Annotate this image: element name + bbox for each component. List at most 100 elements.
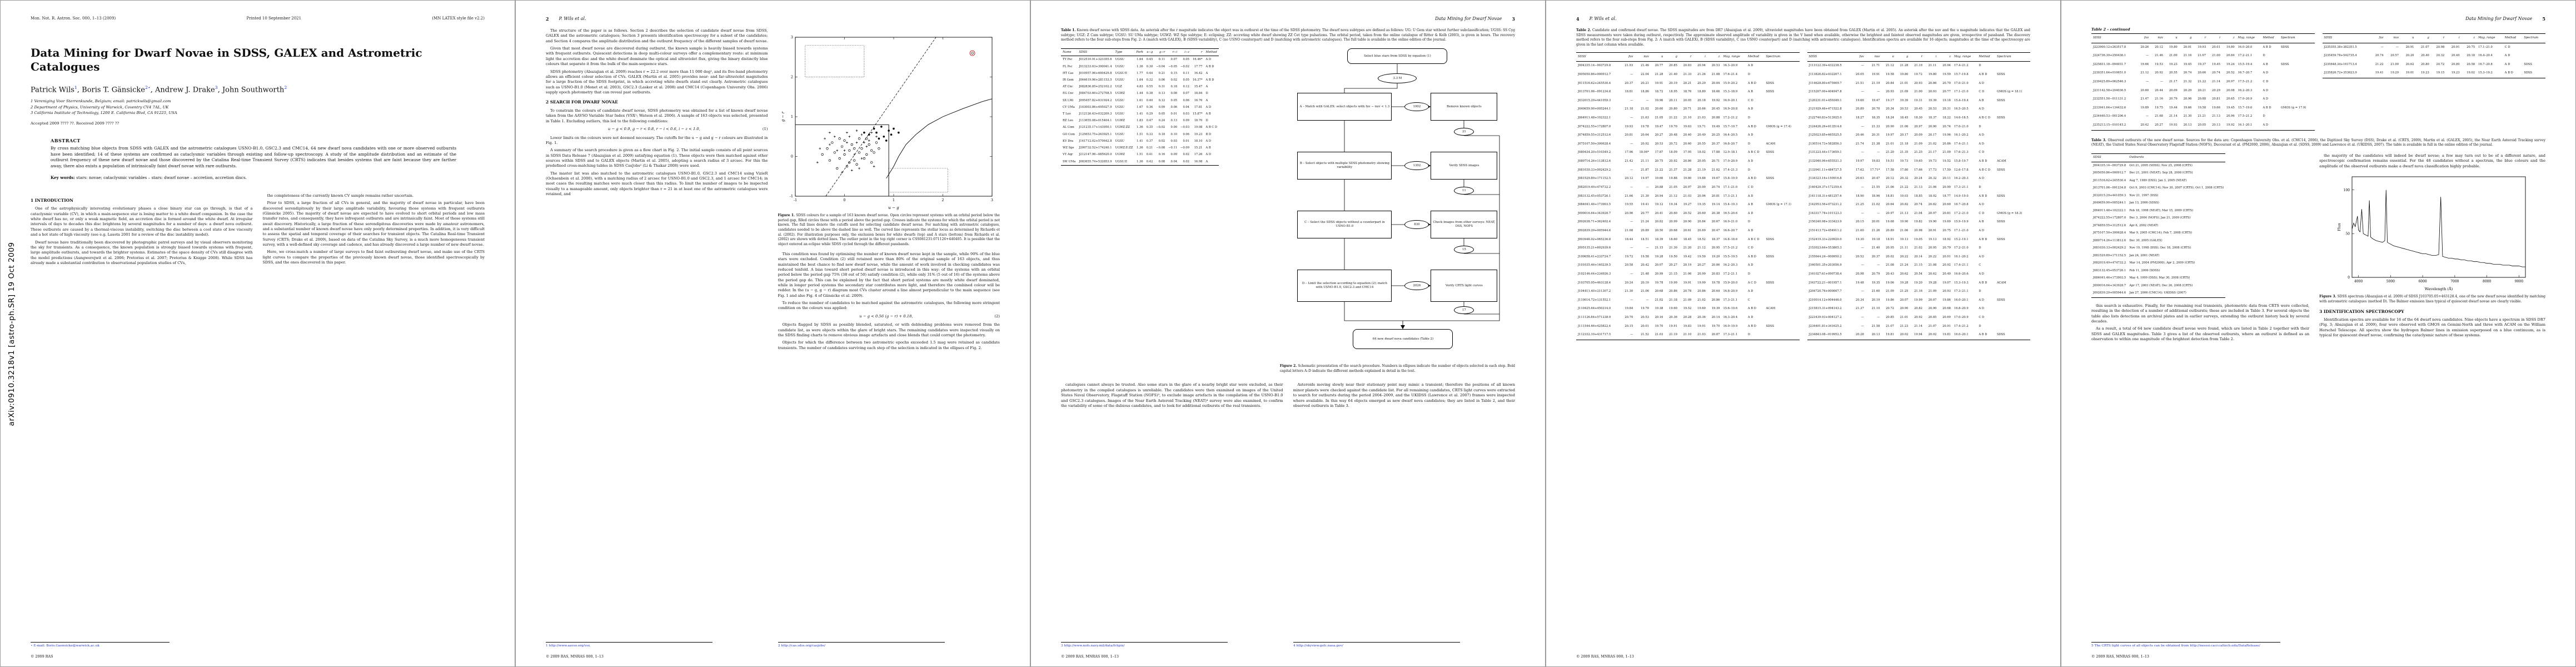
page-footer: © 2009 RAS <box>31 654 53 659</box>
footnote-url[interactable]: 4 http://skyview.gsfc.nasa.gov/ <box>1293 644 1343 648</box>
column-header: Name <box>1063 51 1072 54</box>
footnote-4: 4 http://skyview.gsfc.nasa.gov/ <box>1293 642 1460 648</box>
table-2-label: Table 2. <box>1576 28 1591 32</box>
figure-3-caption-text: SDSS spectrum (Abazajian et al. 2009) of… <box>2319 295 2545 303</box>
accepted-received: Accepted 2009 ???? ??. Received 2009 ???… <box>31 121 119 126</box>
body-text: Lower limits on the colours were not dee… <box>546 136 768 197</box>
column-header: Spectrum <box>2524 36 2538 39</box>
footnote-url[interactable]: 3 http://www.nofs.navy.mil/data/fchpix/ <box>1061 644 1125 648</box>
svg-text:5000: 5000 <box>2386 280 2394 283</box>
figure-2-caption: Figure 2. Schematic presentation of the … <box>1280 364 1515 374</box>
paragraph: Objects for which the difference between… <box>778 340 1000 350</box>
paragraph: catalogues cannot always be trusted. Als… <box>1061 382 1283 408</box>
flowchart-side-a: Remove known objects <box>1431 93 1498 121</box>
column-header: r <box>2443 36 2445 39</box>
column-right: Asteroids moving slowly near their stati… <box>1293 382 1516 521</box>
table-1-caption: Table 1. Known dwarf novae with SDSS dat… <box>1061 28 1515 43</box>
svg-text:1: 1 <box>893 198 895 202</box>
column-header: Mag. range <box>2238 36 2255 39</box>
column-header: Mag. range <box>1954 54 1971 58</box>
flowchart-count-d1: 2026 <box>1404 281 1429 291</box>
column-header: Spectrum <box>1996 54 2011 58</box>
running-head: 2 P. Wils et al. <box>546 16 1000 22</box>
footnote-url[interactable]: 5 The CRTS light curves of all objects c… <box>2091 644 2260 648</box>
column-header: u <box>1661 54 1663 58</box>
flowchart-count-c1: 830 <box>1404 220 1429 230</box>
svg-text:Wavelength (Å): Wavelength (Å) <box>2424 286 2453 291</box>
flowchart-count-start: 3.3 M <box>1378 73 1417 84</box>
body-text: The structure of the paper is as follows… <box>546 28 768 95</box>
equation-2: u − g < 0.56 (g − r) + 0.18, (2) <box>778 314 1000 320</box>
email-link[interactable]: ⋆ E-mail: Boris.Gaensicke@warwick.ac.uk <box>31 644 99 648</box>
equation-body: u − g < 0.9, g − r < 0.8, r − i < 0.6, i… <box>607 126 700 131</box>
page5-right-column: the majority of the candidates will inde… <box>2319 153 2545 344</box>
flowchart-count-a1: 1902 <box>1404 102 1429 112</box>
page-2: 2 P. Wils et al. The structure of the pa… <box>515 0 1030 667</box>
column-header: Outbursts <box>2129 156 2144 160</box>
column-header: Porb <box>1136 51 1143 54</box>
body-text: this search is exhaustive. Finally, for … <box>2091 303 2309 342</box>
figure-2-label: Figure 2. <box>1279 364 1297 369</box>
footnote-url[interactable]: 2 http://cas.sdss.org/casjobs/ <box>778 644 826 648</box>
page-1: arXiv:0910.3218v1 [astro-ph.SR] 19 Oct 2… <box>0 0 515 667</box>
running-head: 4 P. Wils et al. <box>1576 16 2030 22</box>
table-3-label: Table 3. <box>2091 138 2106 142</box>
column-header: Method <box>1747 54 1760 58</box>
column-header: nuv <box>1643 54 1649 58</box>
column-header: g <box>2190 36 2192 39</box>
svg-text:3: 3 <box>791 35 793 39</box>
flowchart-count-c2: 15 <box>1454 246 1474 254</box>
column-header: fuv <box>2144 36 2149 39</box>
equation-1: u − g < 0.9, g − r < 0.8, r − i < 0.6, i… <box>546 127 768 132</box>
author-name: Andrew J. Drake <box>155 86 215 94</box>
column-header: z <box>1949 54 1951 58</box>
footnote-url[interactable]: 1 http://www.aavso.org/vsx <box>546 644 590 648</box>
author-affil-marker: 2⋆ <box>145 85 151 90</box>
figure-3-label: Figure 3. <box>2319 295 2336 299</box>
body-text: the majority of the candidates will inde… <box>2319 153 2545 169</box>
running-head: Data Mining for Dwarf Novae 3 <box>1061 16 1515 22</box>
svg-text:6000: 6000 <box>2418 280 2426 283</box>
column-header: z <box>2473 36 2475 39</box>
svg-text:1: 1 <box>791 115 793 119</box>
table-3-caption: Table 3. Observed outbursts of the new d… <box>2091 138 2545 148</box>
